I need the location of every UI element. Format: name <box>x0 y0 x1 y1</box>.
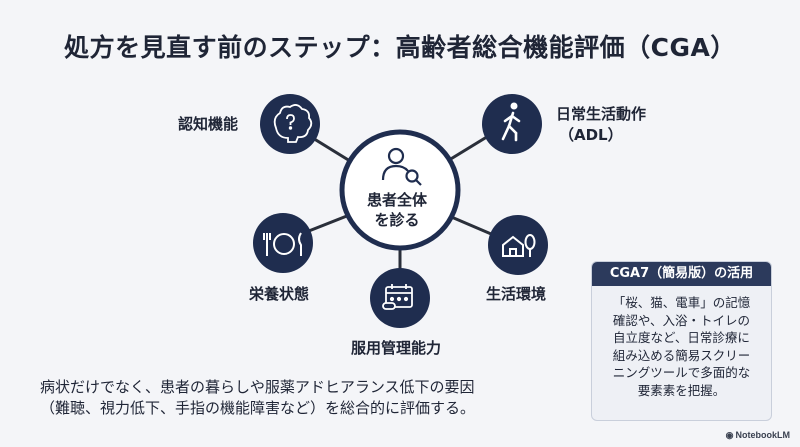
person-search-icon <box>381 147 422 186</box>
info-box-heading: CGA7（簡易版）の活用 <box>592 262 771 286</box>
info-box-body: 「桜、猫、電車」の記憶 確認や、入浴・トイレの 自立度など、日常診療に 組み込め… <box>592 286 771 407</box>
label-adl: 日常生活動作 （ADL） <box>556 104 646 146</box>
walking-person-icon <box>501 102 521 142</box>
label-medication: 服用管理能力 <box>351 339 442 357</box>
summary-text: 病状だけでなく、患者の暮らしや服薬アドヒアランス低下の要因 （難聴、視力低下、手… <box>40 377 560 419</box>
page-title: 処方を見直す前のステップ：高齢者総合機能評価（CGA） <box>64 33 736 62</box>
info-box: CGA7（簡易版）の活用 「桜、猫、電車」の記憶 確認や、入浴・トイレの 自立度… <box>591 261 772 421</box>
notebooklm-logo-icon: ◉ <box>725 430 734 440</box>
house-tree-icon <box>502 234 536 257</box>
info-box-line: 組み込める簡易スクリー <box>612 347 751 363</box>
hub-circle <box>339 129 461 251</box>
node-nutrition-circle <box>253 213 313 273</box>
label-living: 生活環境 <box>486 285 547 303</box>
plate-cutlery-icon <box>263 232 302 256</box>
summary-line2: （難聴、視力低下、手指の機能障害など）を総合的に評価する。 <box>40 399 476 417</box>
brain-question-icon <box>273 104 313 143</box>
info-box-line: 自立度など、日常診療に <box>613 330 750 345</box>
info-box-line: 要素素を把握。 <box>637 382 726 398</box>
hub-label: 患者全体 を診る <box>342 190 452 230</box>
summary-line1: 病状だけでなく、患者の暮らしや服薬アドヒアランス低下の要因 <box>40 378 475 396</box>
info-box-line: 確認や、入浴・トイレの <box>612 312 751 328</box>
pill-calendar-icon <box>382 284 413 310</box>
info-box-line: 「桜、猫、電車」の記憶 <box>612 295 751 310</box>
brand-label: NotebookLM <box>735 430 791 440</box>
label-cognitive: 認知機能 <box>178 115 239 133</box>
node-medication-circle <box>370 268 430 328</box>
node-living-circle <box>488 215 548 275</box>
hub-label-line2: を診る <box>374 211 420 229</box>
node-adl-circle <box>482 94 542 154</box>
brand-watermark: ◉NotebookLM <box>726 430 790 441</box>
info-box-line: ニングツールで多面的な <box>612 365 751 380</box>
node-cognitive-circle <box>260 94 320 154</box>
label-adl-line1: 日常生活動作 <box>556 105 647 123</box>
label-nutrition: 栄養状態 <box>249 285 310 303</box>
label-adl-line2: （ADL） <box>559 126 623 144</box>
hub-label-line1: 患者全体 <box>366 191 427 209</box>
